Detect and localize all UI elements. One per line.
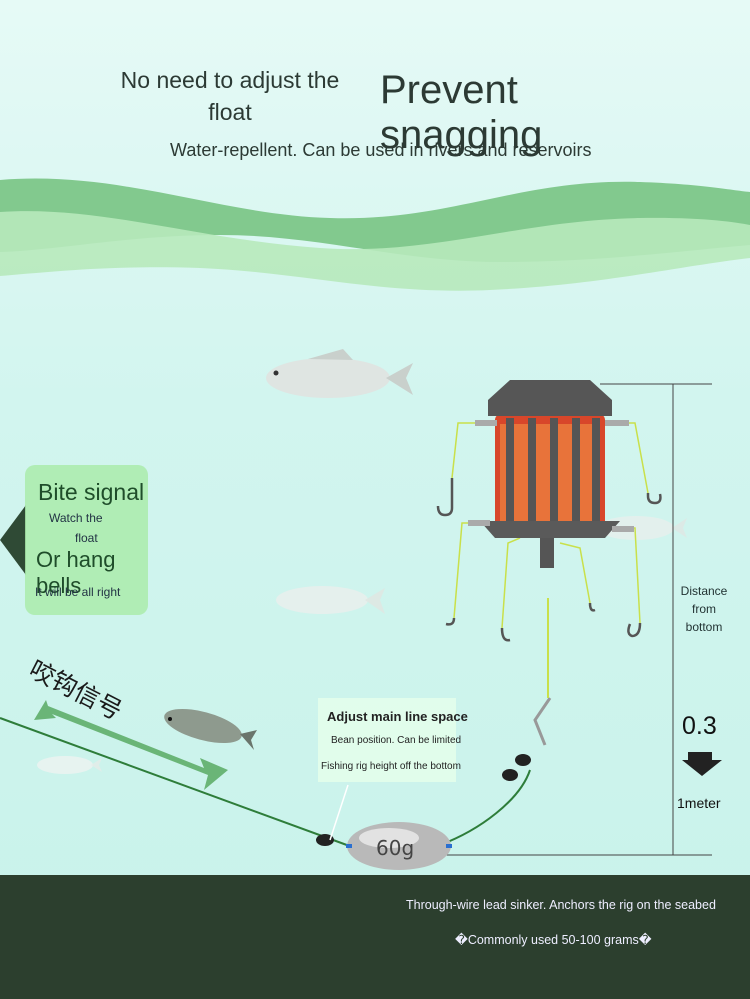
adjust-card — [318, 698, 456, 782]
headline-subtitle: Water-repellent. Can be used in rivers a… — [170, 140, 592, 160]
sinker-description: Through-wire lead sinker. Anchors the ri… — [406, 898, 716, 912]
water-surface-waves — [0, 178, 750, 291]
distance-label: Distance from bottom — [680, 584, 728, 634]
headline-right: Prevent snagging — [380, 68, 543, 157]
sinker-grams: �Commonly used 50-100 grams� — [455, 933, 652, 947]
down-arrow-icon — [682, 752, 722, 776]
bite-signal-reassure: It will be all right — [35, 585, 121, 599]
left-triangle-icon — [0, 505, 26, 575]
fish-icon — [164, 708, 257, 750]
headline-left-line1: No need to adjust the — [120, 67, 340, 93]
fish-icon — [37, 756, 102, 774]
bite-signal-watch: Watch the — [49, 511, 103, 525]
cage-feeder — [436, 380, 662, 642]
lead-sinker: 60g — [346, 822, 452, 870]
bite-signal-card: Bite signal Watch the float Or hang bell… — [25, 465, 148, 615]
adjust-bean: Bean position. Can be limited — [331, 735, 462, 746]
bite-signal-title: Bite signal — [38, 479, 145, 505]
bite-signal-float: float — [75, 531, 98, 545]
sinker-weight: 60g — [376, 836, 414, 860]
fish-icon — [266, 349, 413, 398]
headline-left-line2: float — [208, 99, 252, 125]
fish-icon — [276, 586, 385, 614]
distance-unit: 1meter — [677, 795, 721, 811]
bite-signal-hang: Or hang bells — [36, 547, 116, 598]
headline-left: No need to adjust the float — [110, 64, 350, 128]
distance-value: 0.3 — [682, 712, 717, 740]
green-arrow-icon — [34, 700, 228, 790]
adjust-height: Fishing rig height off the bottom — [321, 761, 461, 772]
seabed — [0, 875, 750, 999]
adjust-title: Adjust main line space — [327, 709, 468, 724]
